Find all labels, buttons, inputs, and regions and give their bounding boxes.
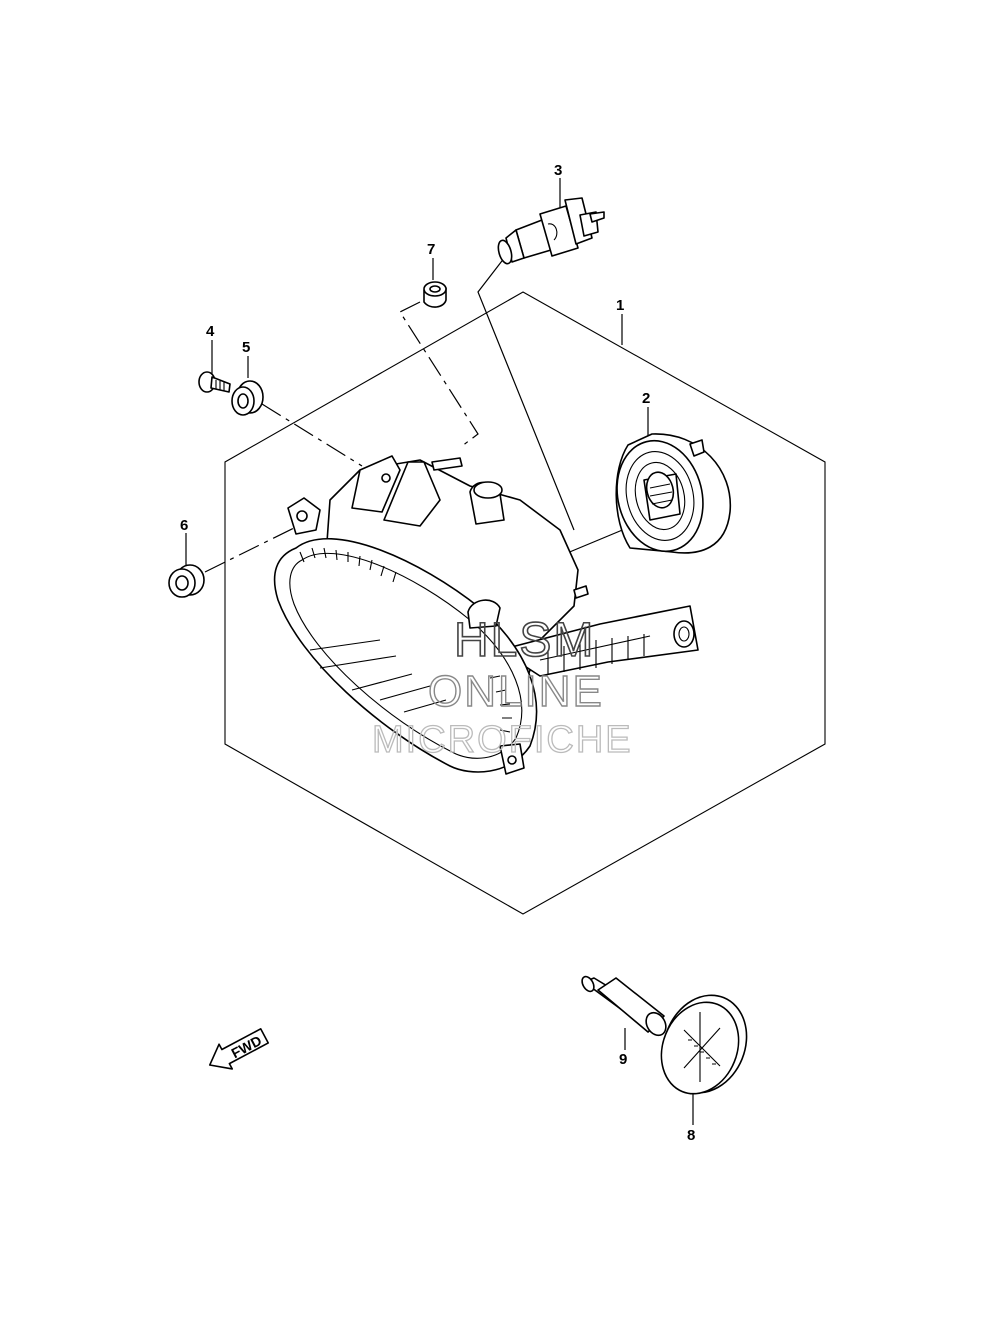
callout-7[interactable]: 7 [427, 241, 435, 258]
callout-8[interactable]: 8 [687, 1127, 695, 1144]
watermark-line2: ONLINE [428, 667, 604, 716]
forward-arrow-icon: FWD [208, 1028, 270, 1070]
callout-4[interactable]: 4 [206, 323, 215, 340]
headlight-cap[interactable] [648, 983, 761, 1106]
callout-labels: 1 2 3 4 5 6 7 8 9 [180, 162, 695, 1144]
callout-2[interactable]: 2 [642, 390, 650, 407]
watermark-line1: HLSM [454, 614, 595, 667]
headlight-housing[interactable] [273, 455, 699, 775]
grommet-side[interactable] [231, 380, 264, 416]
callout-3[interactable]: 3 [554, 162, 562, 179]
callout-6[interactable]: 6 [180, 517, 188, 534]
callout-5[interactable]: 5 [242, 339, 250, 356]
watermark: HLSM ONLINE MICROFICHE [371, 613, 633, 761]
headlight-bulb[interactable] [496, 197, 605, 265]
grommet-top[interactable] [423, 281, 447, 308]
spacer-collar[interactable] [580, 975, 670, 1039]
grommet-lower[interactable] [168, 564, 205, 598]
watermark-line3: MICROFICHE [372, 719, 633, 761]
screw[interactable] [198, 371, 231, 393]
assembly-outline [224, 291, 826, 915]
callout-1[interactable]: 1 [616, 297, 624, 314]
callout-9[interactable]: 9 [619, 1051, 627, 1068]
bulb-holder-cover[interactable] [606, 432, 732, 561]
